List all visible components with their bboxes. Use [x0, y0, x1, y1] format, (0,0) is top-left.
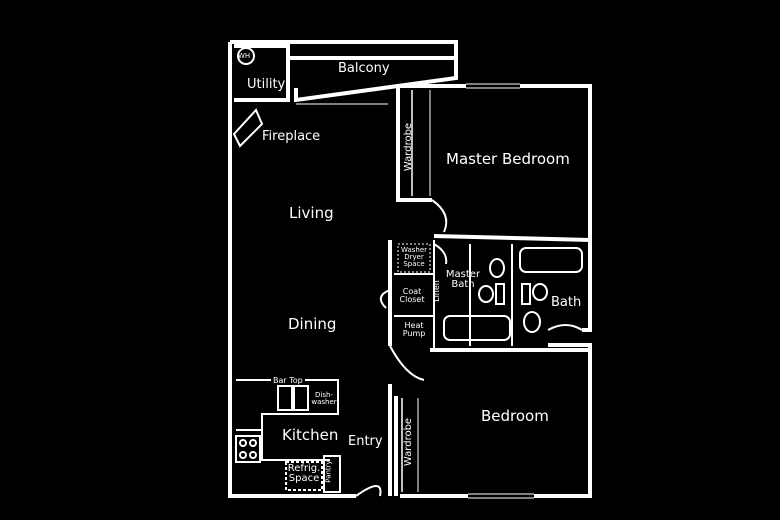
wardrobe-bedroom-label: Wardrobe [403, 417, 415, 467]
balcony-label: Balcony [338, 61, 390, 76]
bath-label: Bath [551, 295, 582, 310]
heat-pump-label: Heat Pump [402, 321, 426, 338]
outer-wall-left [228, 42, 356, 498]
bar-top-label: Bar Top [271, 376, 305, 385]
bedroom-label: Bedroom [481, 407, 549, 425]
pantry-label: Pantry [324, 460, 333, 483]
wardrobe-master-label: Wardrobe [403, 122, 415, 172]
refrigerator-space-label: Refrig. Space [287, 463, 321, 484]
master-outer [398, 84, 592, 240]
utility-box [234, 44, 290, 102]
master-bedroom-label: Master Bedroom [446, 150, 570, 168]
coat-closet-label: Coat Closet [399, 287, 425, 304]
living-label: Living [289, 204, 334, 222]
bath-right [582, 240, 592, 332]
washer-dryer-label: Washer Dryer Space [400, 246, 428, 268]
linen-label: Linen [431, 280, 441, 302]
hall-wall-upper [433, 234, 591, 242]
fireplace-label: Fireplace [262, 129, 321, 144]
dining-label: Dining [288, 315, 337, 333]
entry-label: Entry [348, 434, 383, 449]
dishwasher-label: Dish- washer [311, 391, 337, 406]
master-left-wall [396, 86, 432, 202]
utility-label: Utility [247, 77, 286, 92]
master-bath-label: Master Bath [445, 269, 481, 290]
kitchen-label: Kitchen [282, 426, 339, 444]
outer-wall-top-left [230, 40, 458, 58]
water-heater-label: WH [238, 52, 251, 60]
balcony-outline [288, 56, 458, 103]
